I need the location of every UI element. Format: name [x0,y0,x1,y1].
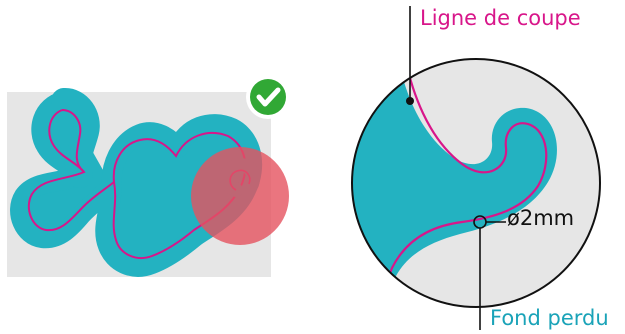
cut-line-path [27,109,247,259]
zoom-marker [191,147,289,245]
cut-line-leader [406,6,414,105]
diameter-label: ø2mm [507,206,575,230]
check-icon [246,75,290,119]
swirl-shape [10,88,263,277]
bleed-leader [473,215,506,330]
zoom-cut-line [378,59,548,301]
zoom-detail [351,58,601,308]
cut-line-label: Ligne de coupe [420,6,581,30]
bleed-label: Fond perdu [490,306,609,330]
